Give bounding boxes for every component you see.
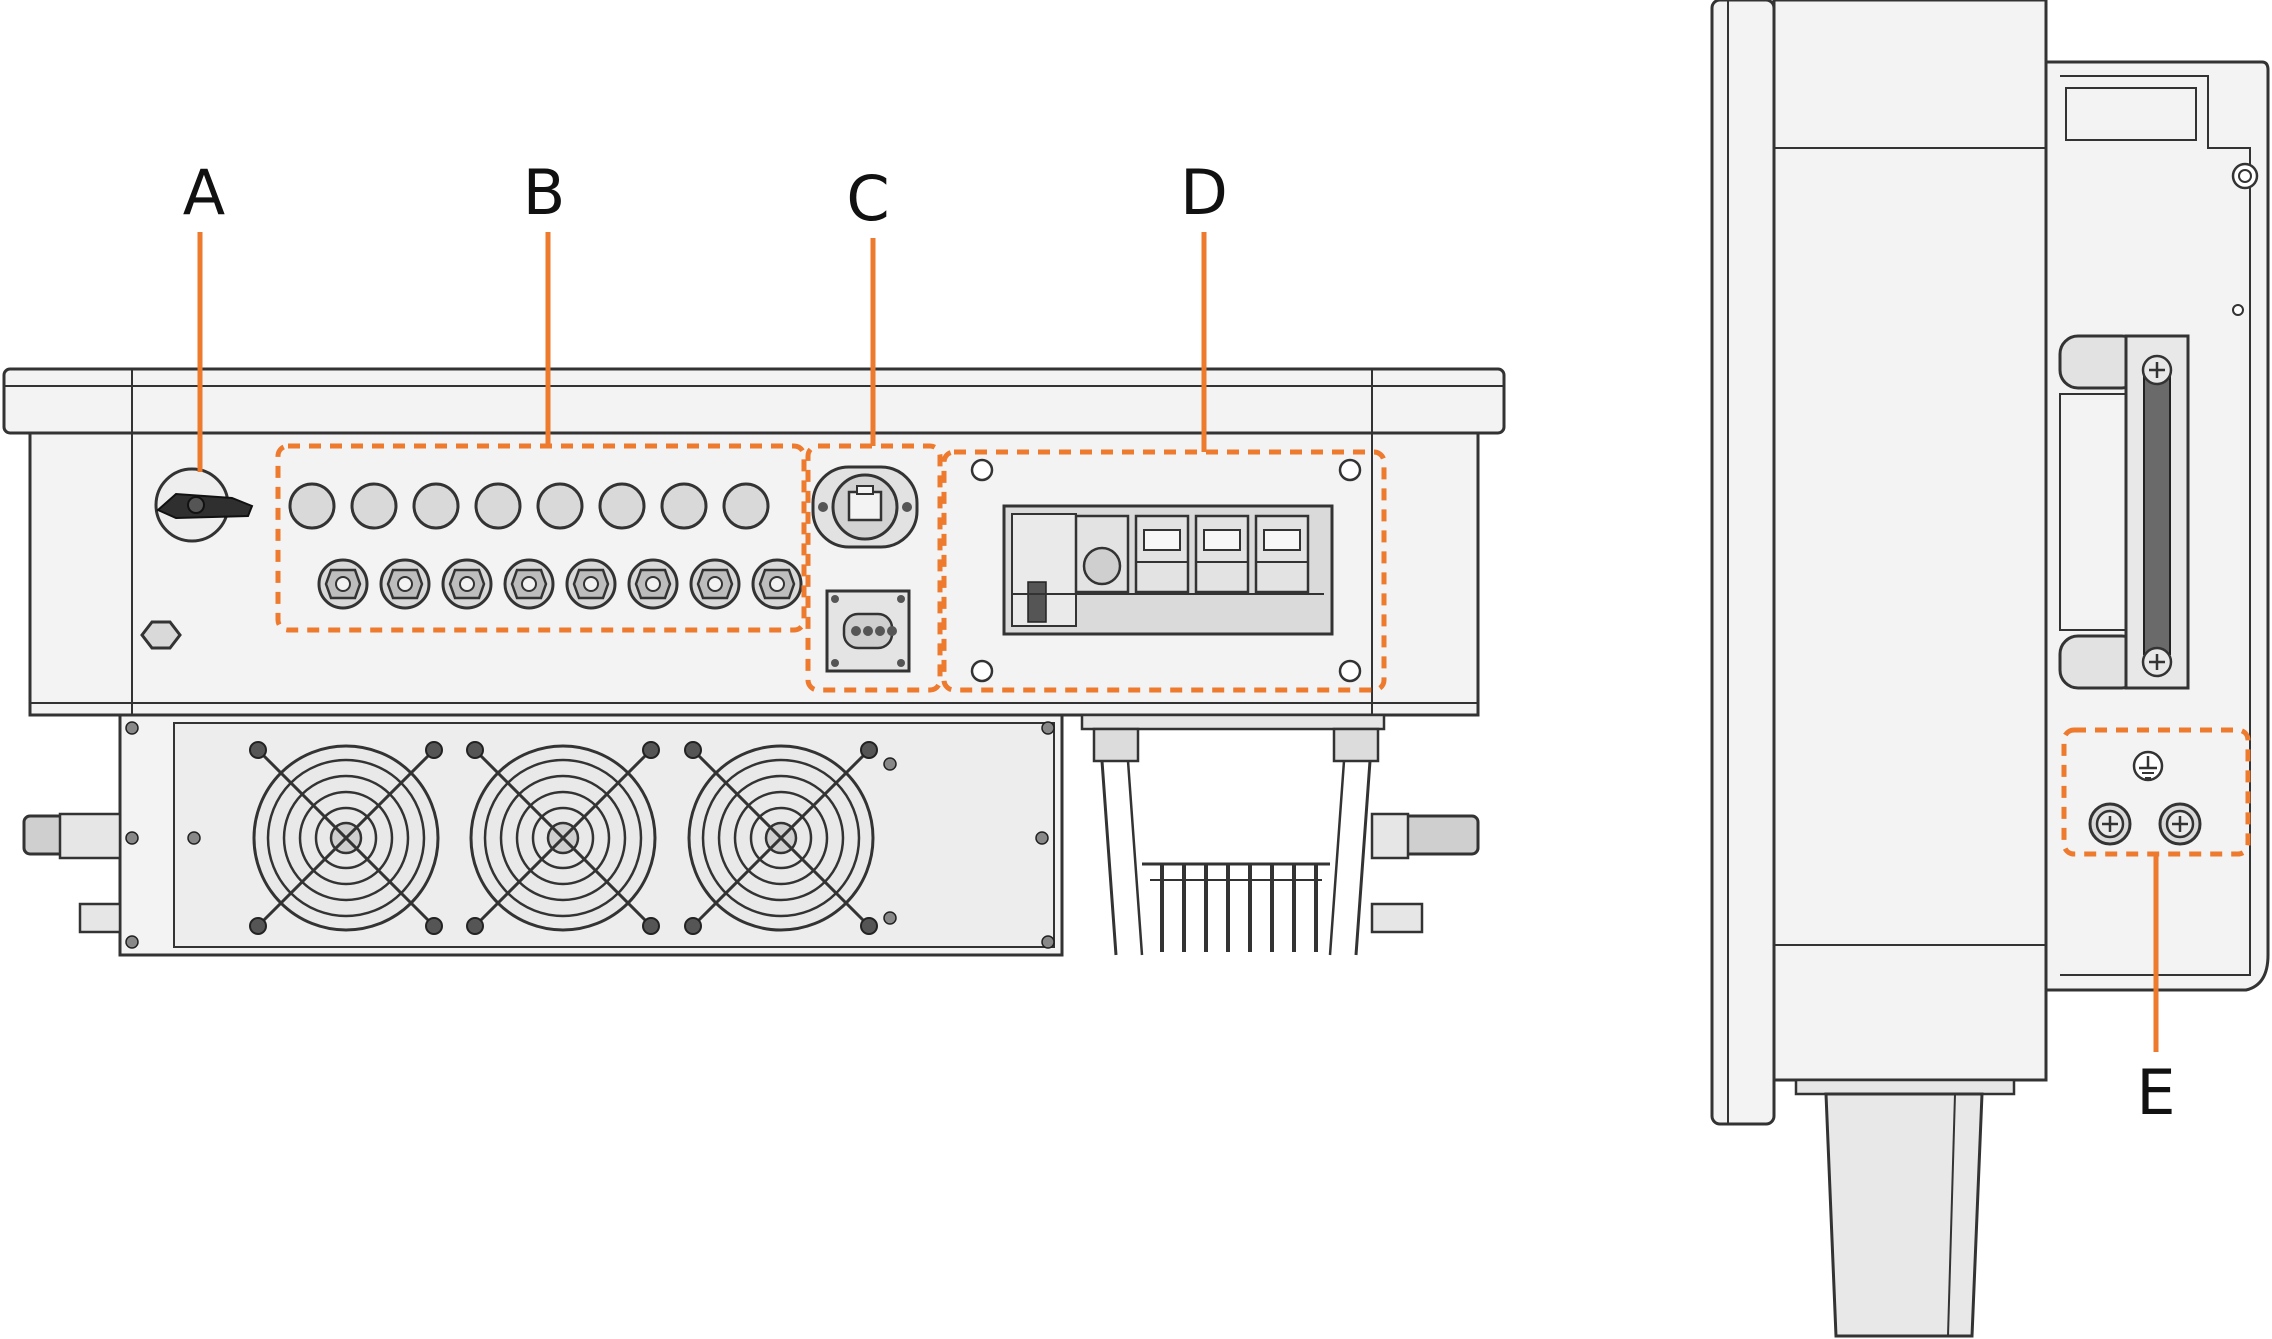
ground-screw-right (2158, 802, 2202, 846)
vent-plug (140, 620, 182, 650)
right-handle (1370, 812, 1480, 934)
callout-box-c (805, 443, 943, 693)
side-handle (2058, 334, 2190, 690)
front-view (2, 367, 1506, 957)
label-d: D (1180, 156, 1228, 229)
label-e: E (2136, 1056, 2175, 1129)
dc-switch (154, 467, 254, 543)
heatsink (1080, 713, 1386, 956)
side-main-body (1772, 0, 2048, 1082)
fan-icon (683, 740, 879, 936)
side-view (1710, 0, 2270, 1338)
com-connector (825, 589, 911, 673)
label-c: C (846, 162, 889, 235)
left-handle (22, 812, 122, 934)
fan-icon (248, 740, 444, 936)
rj45-port-icon (811, 465, 919, 549)
ground-screw-left (2088, 802, 2132, 846)
ground-symbol-icon (2132, 750, 2164, 782)
callout-box-b (275, 443, 807, 633)
label-a: A (183, 156, 225, 229)
callout-box-d (941, 449, 1387, 693)
side-front-lid (1710, 0, 1776, 1126)
callout-leaders (197, 232, 2159, 1052)
fan-icon (465, 740, 661, 936)
ac-terminal-block (970, 458, 1362, 683)
screw-icon (2231, 162, 2259, 190)
front-lid (2, 367, 1506, 435)
side-bracket (1794, 1078, 2016, 1338)
label-b: B (523, 156, 566, 229)
